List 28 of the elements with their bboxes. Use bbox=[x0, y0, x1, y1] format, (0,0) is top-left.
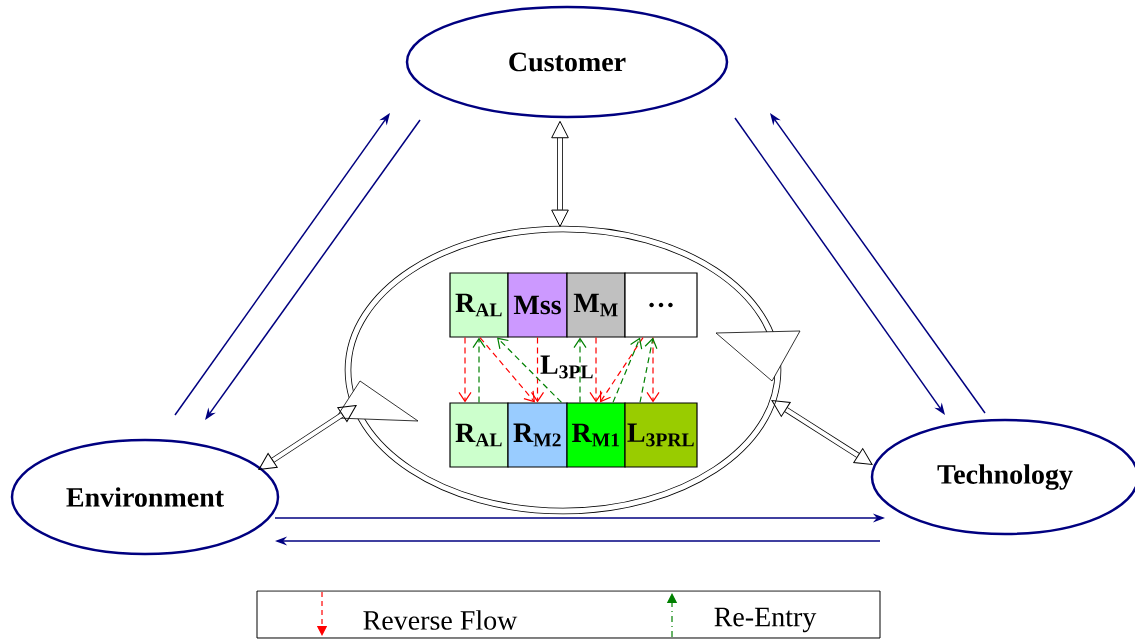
cycle-arrow-ring bbox=[344, 225, 782, 515]
arrow bbox=[612, 337, 643, 403]
arrow bbox=[771, 400, 873, 465]
actor-box: R$_{AL}$ bbox=[449, 402, 509, 468]
actor-box: R$_{AL}$ bbox=[449, 272, 509, 338]
label-text: L$_{3PL}$ bbox=[539, 354, 595, 380]
actor-box: Mss bbox=[507, 272, 568, 338]
arrow bbox=[258, 405, 357, 470]
actor-box: L$_{3PRL}$ bbox=[624, 402, 698, 468]
actor-box: R$_{M2}$ bbox=[507, 402, 568, 468]
arrow bbox=[551, 120, 569, 227]
arrow bbox=[530, 337, 545, 403]
actor-box: R$_{M1}$ bbox=[566, 402, 626, 468]
actor-box: M$_{M}$ bbox=[566, 272, 626, 338]
legend-label: Re-Entry bbox=[714, 607, 817, 633]
arrow bbox=[458, 337, 472, 403]
arrow bbox=[646, 337, 660, 403]
ellipse-node: Customer bbox=[405, 5, 729, 119]
arrow bbox=[497, 337, 563, 403]
arrow bbox=[639, 337, 658, 403]
ellipse-node: Environment bbox=[10, 438, 280, 556]
arrow bbox=[479, 337, 535, 403]
arrow bbox=[589, 337, 603, 403]
legend-label: Reverse Flow bbox=[363, 610, 518, 630]
actor-box: … bbox=[624, 272, 698, 338]
arrow bbox=[573, 337, 587, 403]
arrow bbox=[472, 337, 486, 403]
arrow bbox=[600, 337, 644, 403]
